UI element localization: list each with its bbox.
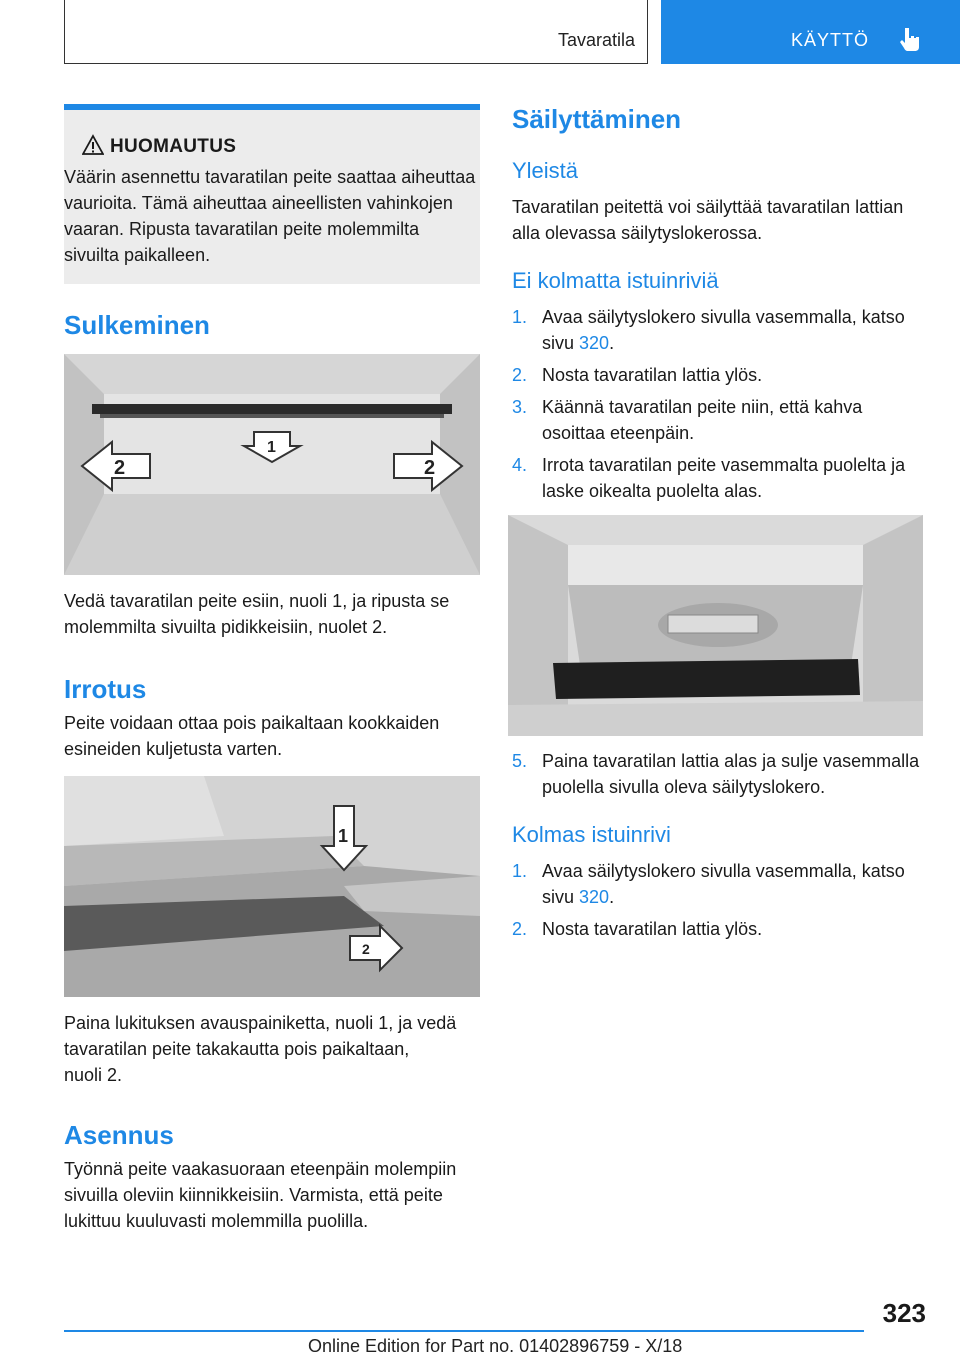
heading-ei-kolmatta: Ei kolmatta istuinriviä [512,268,719,293]
heading-yleista: Yleistä [512,158,579,183]
list-text: Paina tavaratilan lattia alas ja sulje v… [542,751,920,797]
note-heading-text: HUOMAUTUS [110,136,237,157]
chapter-tab[interactable]: KÄYTTÖ [661,0,960,64]
storage-compartment-image [508,515,923,736]
footer-edition: Online Edition for Part no. 01402896759 … [308,1336,683,1356]
arrow-label: 2 [362,941,370,957]
caption-irrotus: Paina lukituksen avauspainiketta, nuoli … [64,1010,480,1088]
pointing-hand-icon [900,28,919,51]
arrow-label: 1 [267,439,276,456]
list-text: Avaa säilytyslokero sivulla vasemmalla, … [542,304,930,356]
list-text-tail: . [609,333,615,353]
caption-sulkeminen: Vedä tavaratilan peite esiin, nuoli 1, j… [64,591,450,637]
arrow-label: 1 [338,826,348,846]
caption-irrotus-line: nuoli 2. [64,1065,123,1085]
list-number: 1. [512,307,528,327]
page-link[interactable]: 320 [579,333,610,353]
heading-kolmas: Kolmas istuinrivi [512,822,671,847]
list-text-tail: . [609,887,615,907]
list-number: 2. [512,919,528,939]
list-text: Nosta tavaratilan lattia ylös. [542,919,763,939]
text-irrotus: Peite voidaan ottaa pois paikaltaan kook… [64,713,440,759]
list-number: 1. [512,861,528,881]
list-text: Käännä tavaratilan peite niin, että kahv… [542,397,863,443]
caption-irrotus-line: tavaratilan peite takakautta pois paikal… [64,1039,410,1059]
list-number: 3. [512,397,528,417]
footer-divider [64,1330,864,1332]
arrow-label: 2 [114,457,125,479]
header-section-box: Tavaratila [64,0,648,64]
page-number: 323 [882,1298,926,1328]
list-text-main: Avaa säilytyslokero sivulla vasemmalla, … [542,307,905,353]
caption-irrotus-line: Paina lukituksen avauspainiketta, nuoli … [64,1013,457,1033]
cargo-cover-closing-image: 2 1 2 [64,354,480,575]
section-title: Tavaratila [557,30,635,50]
note-text: Väärin asennettu tavaratilan peite saatt… [64,167,476,265]
list-text-main: Avaa säilytyslokero sivulla vasemmalla, … [542,861,905,907]
text-yleista: Tavaratilan peitettä voi säilyttää tavar… [512,197,904,243]
warning-note: HUOMAUTUS Väärin asennettu tavaratilan p… [64,104,480,284]
heading-irrotus: Irrotus [64,674,147,704]
cargo-cover-removal-image: 1 2 [64,776,480,997]
chapter-tab-label: KÄYTTÖ [791,30,870,50]
list-text: Nosta tavaratilan lattia ylös. [542,365,763,385]
list-text: Irrota tavaratilan peite vasemmalta puol… [542,455,906,501]
text-asennus: Työnnä peite vaakasuoraan eteenpäin mole… [64,1159,457,1231]
list-number: 4. [512,455,528,475]
page-link[interactable]: 320 [579,887,610,907]
list-number: 2. [512,365,528,385]
arrow-label: 2 [424,457,435,479]
heading-sulkeminen: Sulkeminen [64,310,210,340]
list-number: 5. [512,751,528,771]
note-heading: HUOMAUTUS [82,134,237,158]
list-text: Avaa säilytyslokero sivulla vasemmalla, … [542,858,930,910]
warning-triangle-icon [82,134,104,155]
heading-sailyttaminen: Säilyttäminen [512,104,682,134]
heading-asennus: Asennus [64,1120,174,1150]
